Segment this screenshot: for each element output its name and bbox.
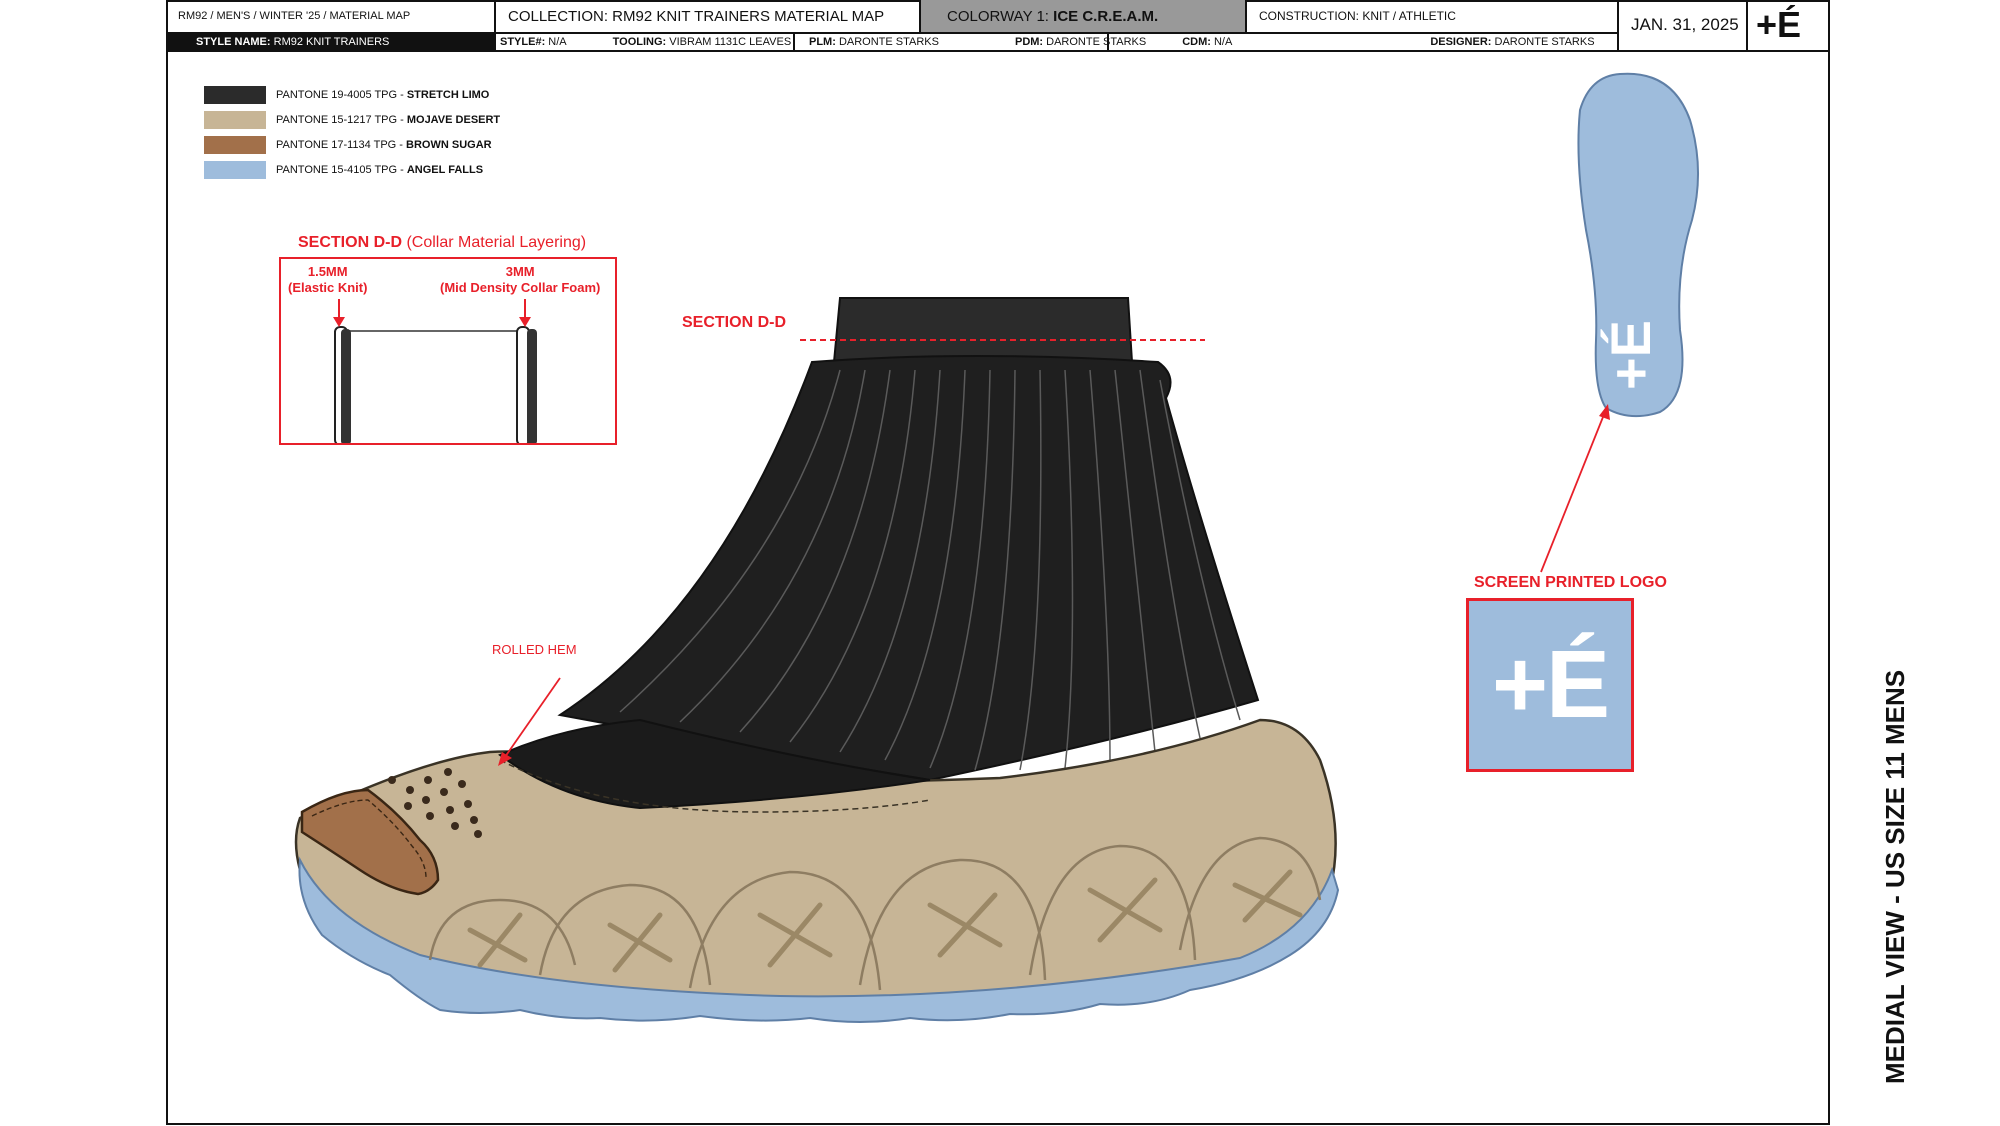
section-subtitle: (Collar Material Layering) [406,234,587,251]
style-no: N/A [548,36,567,48]
brand-logo: +É [1748,0,1830,52]
season-path: RM92 / MEN'S / WINTER '25 / MATERIAL MAP [166,0,496,34]
callout-desc: (Mid Density Collar Foam) [440,280,601,296]
rolled-hem-label: ROLLED HEM [492,642,577,657]
date: JAN. 31, 2025 [1619,0,1748,52]
plm-label: PLM: [809,36,836,48]
pantone-code: PANTONE 15-4105 TPG - [276,163,404,176]
color-legend: PANTONE 19-4005 TPG - STRETCH LIMO PANTO… [204,82,500,182]
cdm: N/A [1213,36,1233,48]
section-marker-label: SECTION D-D [682,314,786,331]
color-swatch [204,135,266,154]
colorway-name: ICE C.R.E.A.M. [1053,7,1159,25]
insole [1577,72,1700,418]
colorway-label: COLORWAY 1: [947,7,1049,25]
designer: DARONTE STARKS [1494,36,1595,48]
screen-printed-logo-label: SCREEN PRINTED LOGO [1474,574,1667,591]
insole-logo: +É [1599,320,1662,390]
tooling: VIBRAM 1131C LEAVES [669,36,792,48]
style-name-label: STYLE NAME: [196,36,271,48]
plm: DARONTE STARKS [838,36,939,48]
color-swatch [204,85,266,104]
toe-perforations [388,768,482,838]
sole-lugs [428,836,1322,991]
callout-desc: (Elastic Knit) [288,280,368,296]
elastic-knit-callout: 1.5MM (Elastic Knit) [288,264,367,297]
style-no-label: STYLE#: [500,36,546,48]
pantone-name: MOJAVE DESERT [406,113,501,126]
title-block: RM92 / MEN'S / WINTER '25 / MATERIAL MAP… [166,0,1830,52]
construction: CONSTRUCTION: KNIT / ATHLETIC [1247,0,1619,34]
callout-size: 3MM [505,264,535,279]
team-cell: PLM: DARONTE STARKS PDM: DARONTE STARKS … [793,34,1619,52]
legend-item: PANTONE 15-4105 TPG - ANGEL FALLS [204,157,500,182]
pantone-name: BROWN SUGAR [406,138,492,151]
toe-cap [300,788,440,896]
legend-item: PANTONE 19-4005 TPG - STRETCH LIMO [204,82,500,107]
color-swatch [204,160,266,179]
collection-title: COLLECTION: RM92 KNIT TRAINERS MATERIAL … [496,0,921,34]
colorway-cell: COLORWAY 1: ICE C.R.E.A.M. [921,0,1247,34]
logo-detail-box: +É [1466,598,1634,772]
style-name-cell: STYLE NAME: RM92 KNIT TRAINERS [166,34,496,52]
callout-size: 1.5MM [307,264,348,279]
collar-foam-callout: 3MM (Mid Density Collar Foam) [440,264,600,297]
outsole [298,856,1340,1023]
knit-sock-upper [557,355,1260,782]
pdm-label: PDM: [1014,36,1044,48]
section-title-text: SECTION D-D [298,234,402,251]
section-detail-box [279,257,617,446]
section-title: SECTION D-D (Collar Material Layering) [298,234,586,252]
cdm-label: CDM: [1182,36,1211,48]
pantone-name: ANGEL FALLS [406,163,484,176]
legend-item: PANTONE 15-1217 TPG - MOJAVE DESERT [204,107,500,132]
color-swatch [204,110,266,129]
pantone-code: PANTONE 17-1134 TPG - [276,138,403,151]
knit-ribs [619,369,1241,771]
legend-item: PANTONE 17-1134 TPG - BROWN SUGAR [204,132,500,157]
style-name: RM92 KNIT TRAINERS [273,36,390,48]
pantone-name: STRETCH LIMO [406,88,490,101]
tooling-label: TOOLING: [612,36,667,48]
pantone-code: PANTONE 15-1217 TPG - [276,113,404,126]
pantone-code: PANTONE 19-4005 TPG - [276,88,404,101]
designer-label: DESIGNER: [1430,36,1492,48]
view-label: MEDIAL VIEW - US SIZE 11 MENS [1880,669,1910,1084]
pdm: DARONTE STARKS [1046,36,1147,48]
